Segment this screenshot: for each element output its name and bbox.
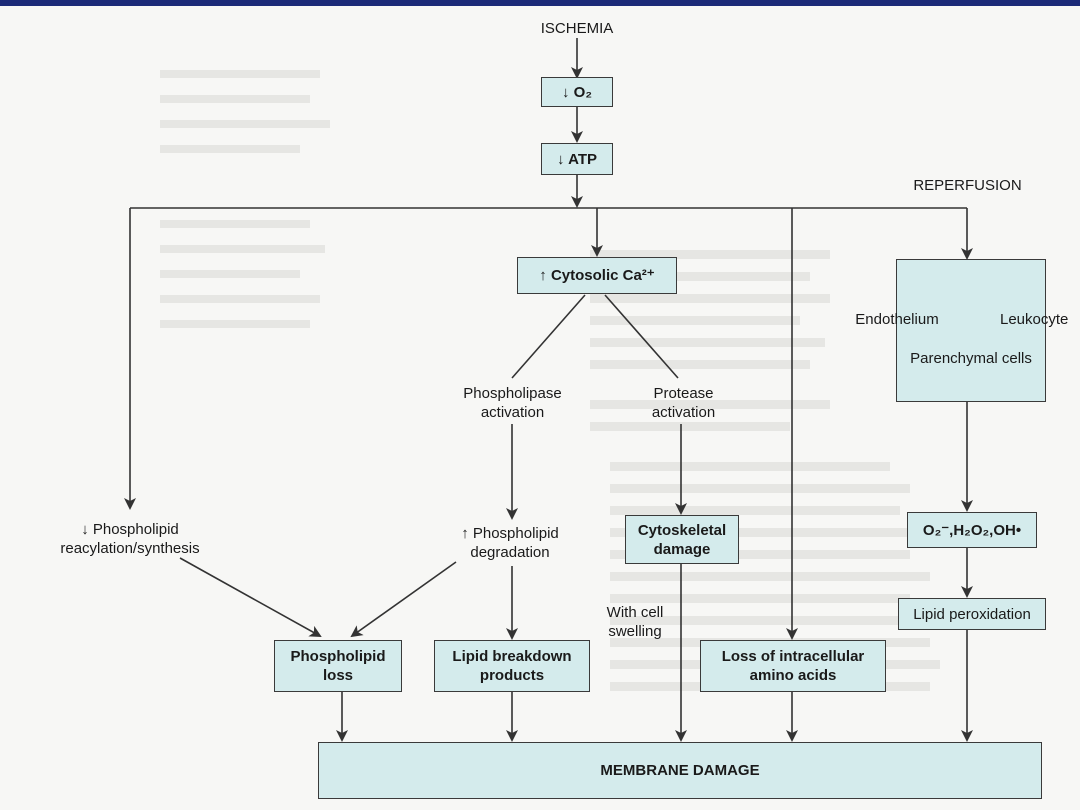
cytosolic-ca-box: ↑ Cytosolic Ca²⁺	[517, 257, 677, 294]
reperfusion-label: REPERFUSION	[913, 177, 1022, 194]
with-cell-swelling-label: With cell swelling	[606, 604, 664, 640]
atp-box: ↓ ATP	[541, 143, 613, 175]
leukocyte-label: Leukocyte	[1000, 311, 1069, 328]
phospholipid-loss-box: Phospholipid loss	[274, 640, 402, 692]
ischemia-label: ISCHEMIA	[540, 20, 614, 37]
line-ca-protease	[604, 294, 679, 379]
arrow-degradation-loss	[350, 561, 457, 638]
phospholipid-degradation-label: ↑ Phospholipid degradation	[461, 525, 559, 561]
phospholipase-activation-label: Phospholipase activation	[463, 385, 562, 421]
phospholipid-reacylation-label: ↓ Phospholipid reacylation/synthesis	[60, 521, 200, 557]
lipid-peroxidation-box: Lipid peroxidation	[898, 598, 1046, 630]
loss-amino-acids-box: Loss of intracellular amino acids	[700, 640, 886, 692]
o2-box: ↓ O₂	[541, 77, 613, 107]
ros-box: O₂⁻,H₂O₂,OH•	[907, 512, 1037, 548]
endothelium-label: Endothelium	[855, 311, 939, 328]
line-ca-phospholipase	[511, 294, 586, 379]
top-band	[0, 0, 1080, 6]
protease-activation-label: Protease activation	[651, 385, 716, 421]
membrane-damage-box: MEMBRANE DAMAGE	[318, 742, 1042, 799]
arrow-reacylation-loss	[179, 557, 322, 637]
reperfusion-cells-box: Parenchymal cells	[896, 259, 1046, 402]
parenchymal-cells-label: Parenchymal cells	[910, 350, 1032, 367]
lipid-breakdown-products-box: Lipid breakdown products	[434, 640, 590, 692]
cytoskeletal-damage-box: Cytoskeletal damage	[625, 515, 739, 564]
